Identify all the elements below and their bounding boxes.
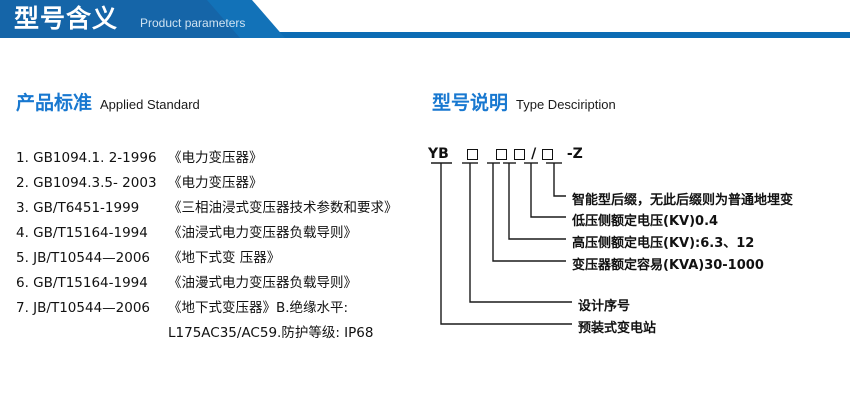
annotation-smart-suffix: 智能型后缀，无此后缀则为普通地埋变: [572, 193, 794, 208]
section-heading-type-description: 型号说明 Type Desciription: [432, 88, 616, 115]
standard-code: 4. GB/T15164-1994: [16, 225, 148, 241]
code-box-1: [466, 148, 478, 160]
annotation-high-voltage: 高压侧额定电压(KV):6.3、12: [572, 236, 755, 251]
standard-continuation: L175AC35/AC59.防护等级: IP68: [168, 325, 374, 341]
standard-code: 2. GB1094.3.5- 2003: [16, 175, 157, 191]
section-heading-applied-standard: 产品标准 Applied Standard: [16, 88, 200, 115]
standard-code: 6. GB/T15164-1994: [16, 275, 148, 291]
code-box-2: [496, 148, 508, 160]
standard-name: 《油漫式电力变压器负载导则》: [168, 275, 357, 291]
standard-name: 《电力变压器》: [168, 175, 263, 191]
standard-name: 《电力变压器》: [168, 150, 263, 166]
annotation-low-voltage: 低压侧额定电压(KV)0.4: [572, 214, 719, 229]
standard-row: 3. GB/T6451-1999 《三相油浸式变压器技术参数和要求》: [16, 196, 426, 221]
standard-name: 《三相油浸式变压器技术参数和要求》: [168, 200, 398, 216]
standards-list: 1. GB1094.1. 2-1996《电力变压器》2. GB1094.3.5-…: [16, 146, 426, 346]
standard-row: 4. GB/T15164-1994 《油浸式电力变压器负载导则》: [16, 221, 426, 246]
section-heading-cn: 产品标准: [16, 92, 93, 114]
annotation-rated-capacity: 变压器额定容易(KVA)30-1000: [572, 258, 764, 273]
standard-code: 5. JB/T10544—2006: [16, 250, 151, 266]
code-box-4: [542, 148, 554, 160]
standard-name: 《地下式变 压器》: [168, 250, 281, 266]
banner-title: 型号含义: [14, 4, 119, 33]
standard-row: 6. GB/T15164-1994 《油漫式电力变压器负载导则》: [16, 271, 426, 296]
type-code-string: YB / -Z: [428, 146, 583, 166]
standard-row: 1. GB1094.1. 2-1996 《电力变压器》: [16, 146, 426, 171]
section-heading-en: Type Desciription: [516, 97, 616, 112]
standard-code: 3. GB/T6451-1999: [16, 200, 140, 216]
standard-row: 5. JB/T10544—2006 《地下式变 压器》: [16, 246, 426, 271]
standard-code: 1. GB1094.1. 2-1996: [16, 150, 157, 166]
code-slash: /: [531, 146, 537, 162]
standard-row: 2. GB1094.3.5- 2003 《电力变压器》: [16, 171, 426, 196]
code-box-3: [514, 148, 526, 160]
banner-shape-main: [0, 0, 240, 38]
section-heading-en: Applied Standard: [100, 97, 200, 112]
annotation-design-serial: 设计序号: [578, 299, 631, 314]
annotation-substation: 预装式变电站: [578, 321, 657, 336]
page-header-banner: 型号含义 Product parameters: [0, 0, 850, 48]
section-heading-cn: 型号说明: [432, 92, 509, 114]
standard-name: 《油浸式电力变压器负载导则》: [168, 225, 357, 241]
code-token-yb: YB: [428, 146, 449, 162]
banner-subtitle: Product parameters: [140, 16, 246, 30]
standard-code: 7. JB/T10544—2006: [16, 300, 151, 316]
type-code-diagram: YB / -Z: [428, 146, 583, 166]
standard-row: 7. JB/T10544—2006 《地下式变压器》B.绝缘水平:: [16, 296, 426, 321]
code-token-z: -Z: [566, 146, 583, 162]
banner-underline-bar: [0, 32, 850, 38]
standard-name: 《地下式变压器》B.绝缘水平:: [168, 300, 349, 316]
